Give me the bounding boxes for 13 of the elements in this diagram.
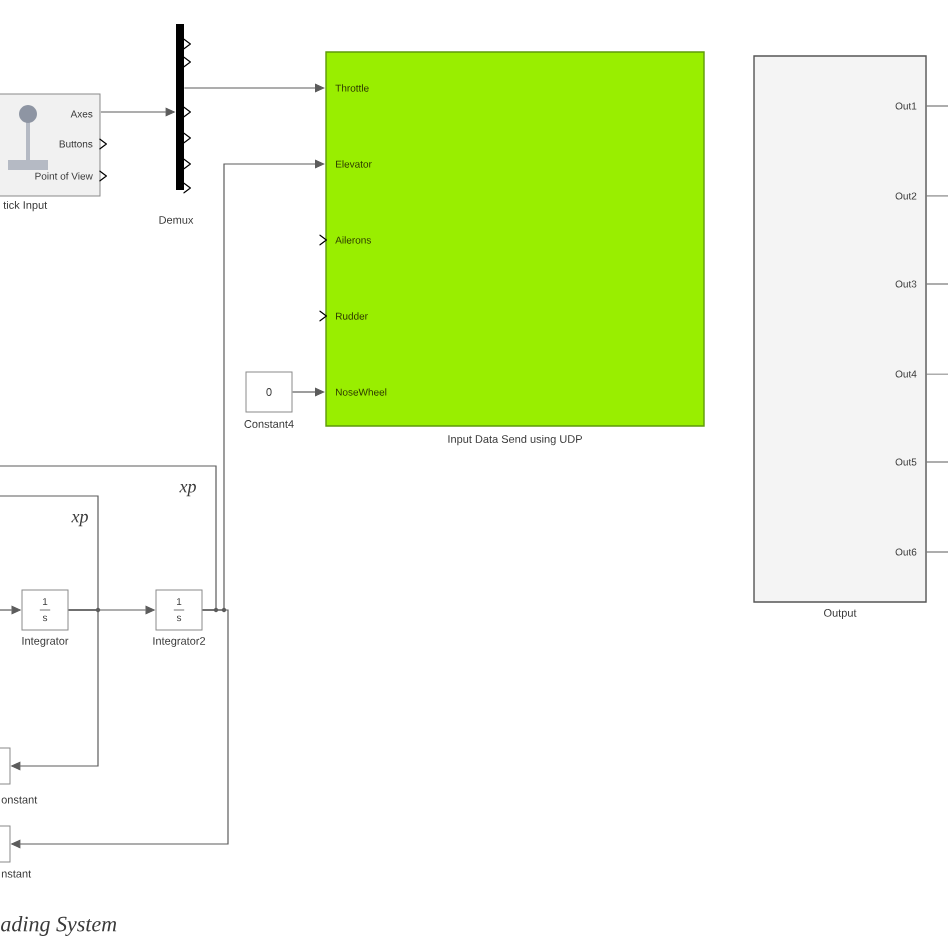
signal-arrow	[183, 83, 325, 93]
signal-arrow	[291, 387, 325, 397]
signal-line	[926, 461, 948, 463]
caption: ading System	[1, 916, 117, 936]
edge-label: xp	[178, 482, 198, 498]
signal-line	[926, 551, 948, 553]
signal-line	[0, 465, 217, 611]
signal-line	[0, 495, 99, 611]
signal-line	[926, 105, 948, 107]
signal-line	[926, 195, 948, 197]
edge-label: xp	[70, 512, 90, 528]
signal-line	[926, 373, 948, 375]
signal-line	[926, 283, 948, 285]
